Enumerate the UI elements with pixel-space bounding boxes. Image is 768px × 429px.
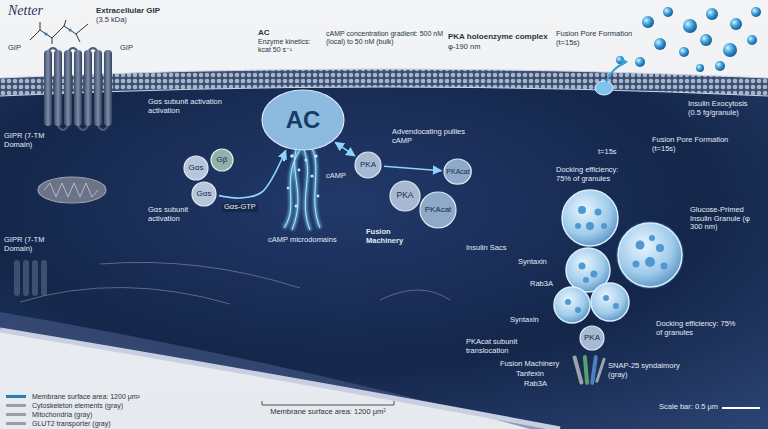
node-shape [184, 156, 208, 180]
node-shape [580, 326, 604, 350]
legend-entry: Membrane surface area: 1200 μm² [6, 392, 140, 401]
node-label: Gαs [189, 164, 204, 173]
legend-swatch [6, 422, 26, 425]
snare-complex [572, 355, 606, 385]
ligand-label: GIP [8, 44, 32, 53]
dimension-label: φ-190 nm [448, 43, 498, 52]
legend-text: Membrane surface area: 1200 μm² [32, 393, 140, 400]
membrane-edge [0, 69, 768, 78]
annotation-label: Fusion Pore Formation (t=15s) [652, 136, 734, 153]
annotation-label: Fusion Pore Formation (t=15s) [556, 30, 640, 47]
pka-subunit: PKA [579, 325, 605, 351]
legend-text: Cytoskeleton elements (gray) [32, 402, 123, 409]
gip-molecule [30, 20, 88, 44]
legend-swatch [6, 404, 26, 407]
receptor-label: GIPR (7-TM Domain) [4, 236, 64, 253]
connector-arrow [384, 166, 441, 170]
legend-entry: GLUT2 transporter (gray) [6, 419, 140, 428]
enzyme-name: AC [258, 28, 288, 37]
node-label: PKAcat [446, 168, 469, 176]
node-label: AC [286, 107, 321, 133]
annotation-label: Fusion Machinery [366, 228, 422, 245]
node-shape [390, 181, 420, 211]
legend: Membrane surface area: 1200 μm² Cytoskele… [6, 392, 140, 428]
g-protein-subunit: Gαs [183, 155, 209, 181]
mitochondrion [38, 177, 106, 203]
ligand-label: GIP [120, 44, 144, 53]
dimension-label: Membrane surface area: 1200 μm² [262, 408, 394, 417]
membrane-edge [0, 87, 768, 96]
pka-subunit: PKA [389, 180, 421, 212]
legend-text: GLUT2 transporter (gray) [32, 420, 111, 427]
protein-label: Rab3A [530, 280, 562, 289]
legend-swatch [6, 395, 26, 398]
fusion-pore [595, 58, 628, 95]
adenylyl-cyclase: AC [261, 89, 345, 151]
annotation-label: Glucose-Primed Insulin Granule (φ 300 nm… [690, 206, 762, 232]
kinetics-label: Enzyme kinetics: kcat 50 s⁻¹ [258, 38, 322, 54]
messenger-label: cAMP [326, 172, 354, 181]
annotation-label: Docking efficiency: 75% of granules [656, 320, 738, 337]
legend-swatch [6, 413, 26, 416]
protein-label: Rab3A [524, 380, 558, 389]
protein-label: Syntaxin [510, 316, 550, 325]
annotation-label: Gαs subunit activation [148, 206, 208, 223]
time-label: t=15s [598, 148, 628, 157]
insulin-exocytosis-dots [616, 7, 761, 72]
dimension-bracket [262, 401, 394, 405]
pka-subunit: PKA [354, 151, 382, 179]
cytoskeleton [20, 262, 450, 304]
pka-catalytic-subunit: PKAcat [443, 158, 472, 185]
scale-bar [722, 407, 760, 409]
legend-entry: Cytoskeleton elements (gray) [6, 401, 140, 410]
annotation-label: Gαs subunit activation activation [148, 98, 240, 115]
node-label: PKAcat [425, 206, 452, 215]
connector-arrow [335, 142, 355, 156]
node-label: PKA [584, 334, 600, 343]
protein-label: Insulin Sacs [466, 244, 526, 253]
cell-cortex [0, 312, 560, 429]
gipr-receptor [44, 48, 112, 130]
g-protein-subunit: Gαs [191, 181, 217, 207]
annotation-label: Docking efficiency: 75% of granules [556, 166, 630, 183]
heading-label: Extracellular GIP [96, 6, 188, 15]
annotation-label: cAMP microdomains [268, 236, 352, 245]
cell-edge [0, 330, 560, 429]
gipr-receptor-faint [14, 260, 47, 296]
node-label: Gβ [217, 156, 228, 165]
protein-label: SNAP-25 syndaimory (gray) [608, 362, 690, 379]
plasma-membrane [0, 69, 768, 96]
node-shape [444, 159, 471, 184]
annotation-label: Advendocating pullies cAMP [392, 128, 470, 145]
protein-label: Tanfexin [516, 370, 556, 379]
camp-microdomains [283, 148, 320, 230]
protein-label: Fusion Machinery [500, 360, 572, 369]
cytoplasm [0, 81, 768, 429]
heading-label: PKA holoenzyme complex [448, 32, 552, 41]
protein-label: Syntaxin [518, 258, 558, 267]
node-shape [262, 90, 344, 150]
node-label: PKA [396, 191, 413, 200]
node-shape [355, 152, 381, 178]
legend-text: Mitochondria (gray) [32, 411, 92, 418]
g-protein-subunit: Gβ [210, 148, 234, 172]
logo-wordmark: Netter [8, 3, 68, 19]
node-shape [211, 149, 233, 171]
legend-entry: Mitochondria (gray) [6, 410, 140, 419]
annotation-label: Insulin Exocytosis (0.5 fg/granule) [688, 100, 762, 117]
receptor-label: GIPR (7-TM Domain) [4, 132, 64, 149]
node-shape [192, 182, 216, 206]
node-shape [420, 192, 456, 228]
node-label: PKA [360, 161, 376, 170]
node-label: Gαs [197, 190, 212, 199]
scale-label: Scale bar: 0.5 μm [642, 403, 718, 412]
gradient-label: cAMP concentration gradient: 500 nM (loc… [326, 30, 444, 46]
pka-catalytic-subunit: PKAcat [419, 191, 457, 229]
annotation-label: PKAcat subunit translocation [466, 338, 550, 355]
insulin-granules [554, 190, 684, 323]
connector-label: Gαs-GTP [222, 203, 258, 212]
mass-label: (3.5 kDa) [96, 16, 156, 25]
